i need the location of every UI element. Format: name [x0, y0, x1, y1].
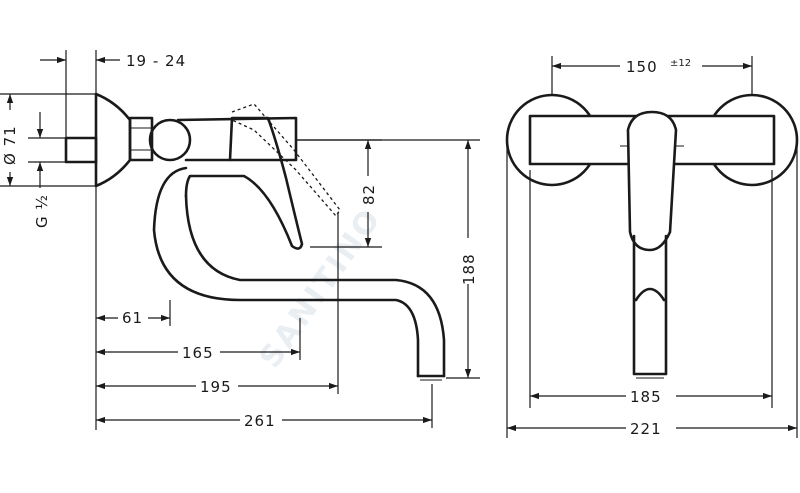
spout-inner — [184, 194, 446, 378]
side-view: 19 - 24 Ø 71 G ½ 82 188 61 — [0, 50, 480, 430]
wall-rosette — [94, 92, 132, 188]
lever-front — [626, 110, 678, 252]
dim-61: 61 — [122, 309, 143, 327]
wall-thread-connector — [64, 136, 98, 164]
dim-165: 165 — [182, 344, 214, 362]
dim-total-height: 188 — [460, 253, 478, 285]
front-view: 150 ±12 185 221 — [505, 56, 799, 438]
dim-width-inner: 185 — [630, 388, 662, 406]
dim-width-outer: 221 — [630, 420, 662, 438]
mixer-lever — [184, 116, 304, 250]
dim-195: 195 — [200, 378, 232, 396]
dim-rosette-diameter: Ø 71 — [1, 125, 19, 165]
dim-centers-tolerance: ±12 — [670, 58, 691, 69]
dim-wall-depth: 19 - 24 — [126, 52, 186, 70]
dim-thread: G ½ — [33, 194, 51, 228]
spout-outer — [152, 166, 420, 378]
dim-lever-height: 82 — [360, 184, 378, 205]
connector-nut — [128, 116, 154, 162]
dim-centers: 150 — [626, 58, 658, 76]
spout-front — [632, 234, 668, 376]
dim-261: 261 — [244, 412, 276, 430]
ball-joint — [148, 118, 192, 162]
